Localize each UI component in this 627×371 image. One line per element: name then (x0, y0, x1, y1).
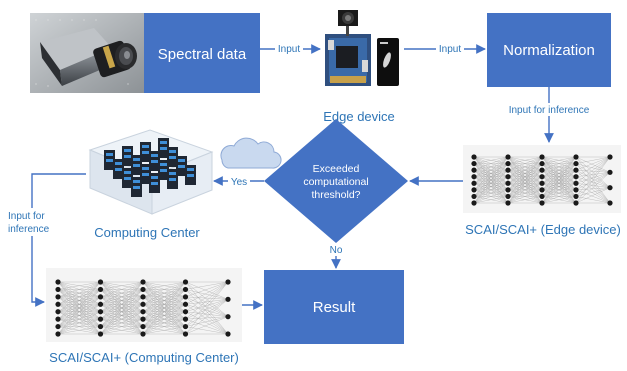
cloud-icon (220, 137, 282, 169)
edge-label-no: No (327, 243, 345, 256)
result-node: Result (264, 270, 404, 344)
svg-text:No: No (330, 245, 343, 256)
svg-text:Input: Input (439, 44, 461, 55)
computing-center-caption: Computing Center (94, 225, 200, 240)
scai-cc-caption: SCAI/SCAI+ (Computing Center) (49, 350, 239, 365)
normalization-node: Normalization (487, 13, 611, 87)
normalization-label: Normalization (503, 42, 595, 59)
edge-nn-image (463, 145, 621, 213)
edge-label-input-1: Input (275, 42, 303, 55)
edge-device-caption: Edge device (323, 109, 395, 124)
edge-board-image (316, 5, 404, 97)
decision-line-3: threshold? (311, 189, 360, 201)
svg-text:inference: inference (8, 224, 50, 235)
decision-line-2: computational (303, 176, 368, 188)
svg-text:Yes: Yes (231, 177, 247, 188)
cc-nn-image (46, 268, 242, 342)
edge-label-input-for-inference-left: Input for inference (6, 208, 58, 236)
spectral-data-label: Spectral data (158, 46, 247, 63)
edge-label-input-for-inference: Input for inference (500, 103, 598, 116)
datacenter-image (88, 129, 214, 215)
scai-edge-caption: SCAI/SCAI+ (Edge device) (465, 222, 621, 237)
edge-label-yes: Yes (228, 175, 250, 188)
svg-text:Input for: Input for (8, 211, 45, 222)
edge-label-input-2: Input (436, 42, 464, 55)
threshold-decision: Exceeded computational threshold? (264, 119, 408, 243)
arrow-cc-to-cc-nn (31, 173, 86, 307)
decision-line-1: Exceeded (313, 163, 360, 175)
spectral-camera-image (30, 13, 144, 93)
result-label: Result (313, 299, 356, 316)
spectral-data-node: Spectral data (144, 13, 260, 93)
svg-text:Input: Input (278, 44, 300, 55)
svg-text:Input for inference: Input for inference (509, 105, 590, 116)
